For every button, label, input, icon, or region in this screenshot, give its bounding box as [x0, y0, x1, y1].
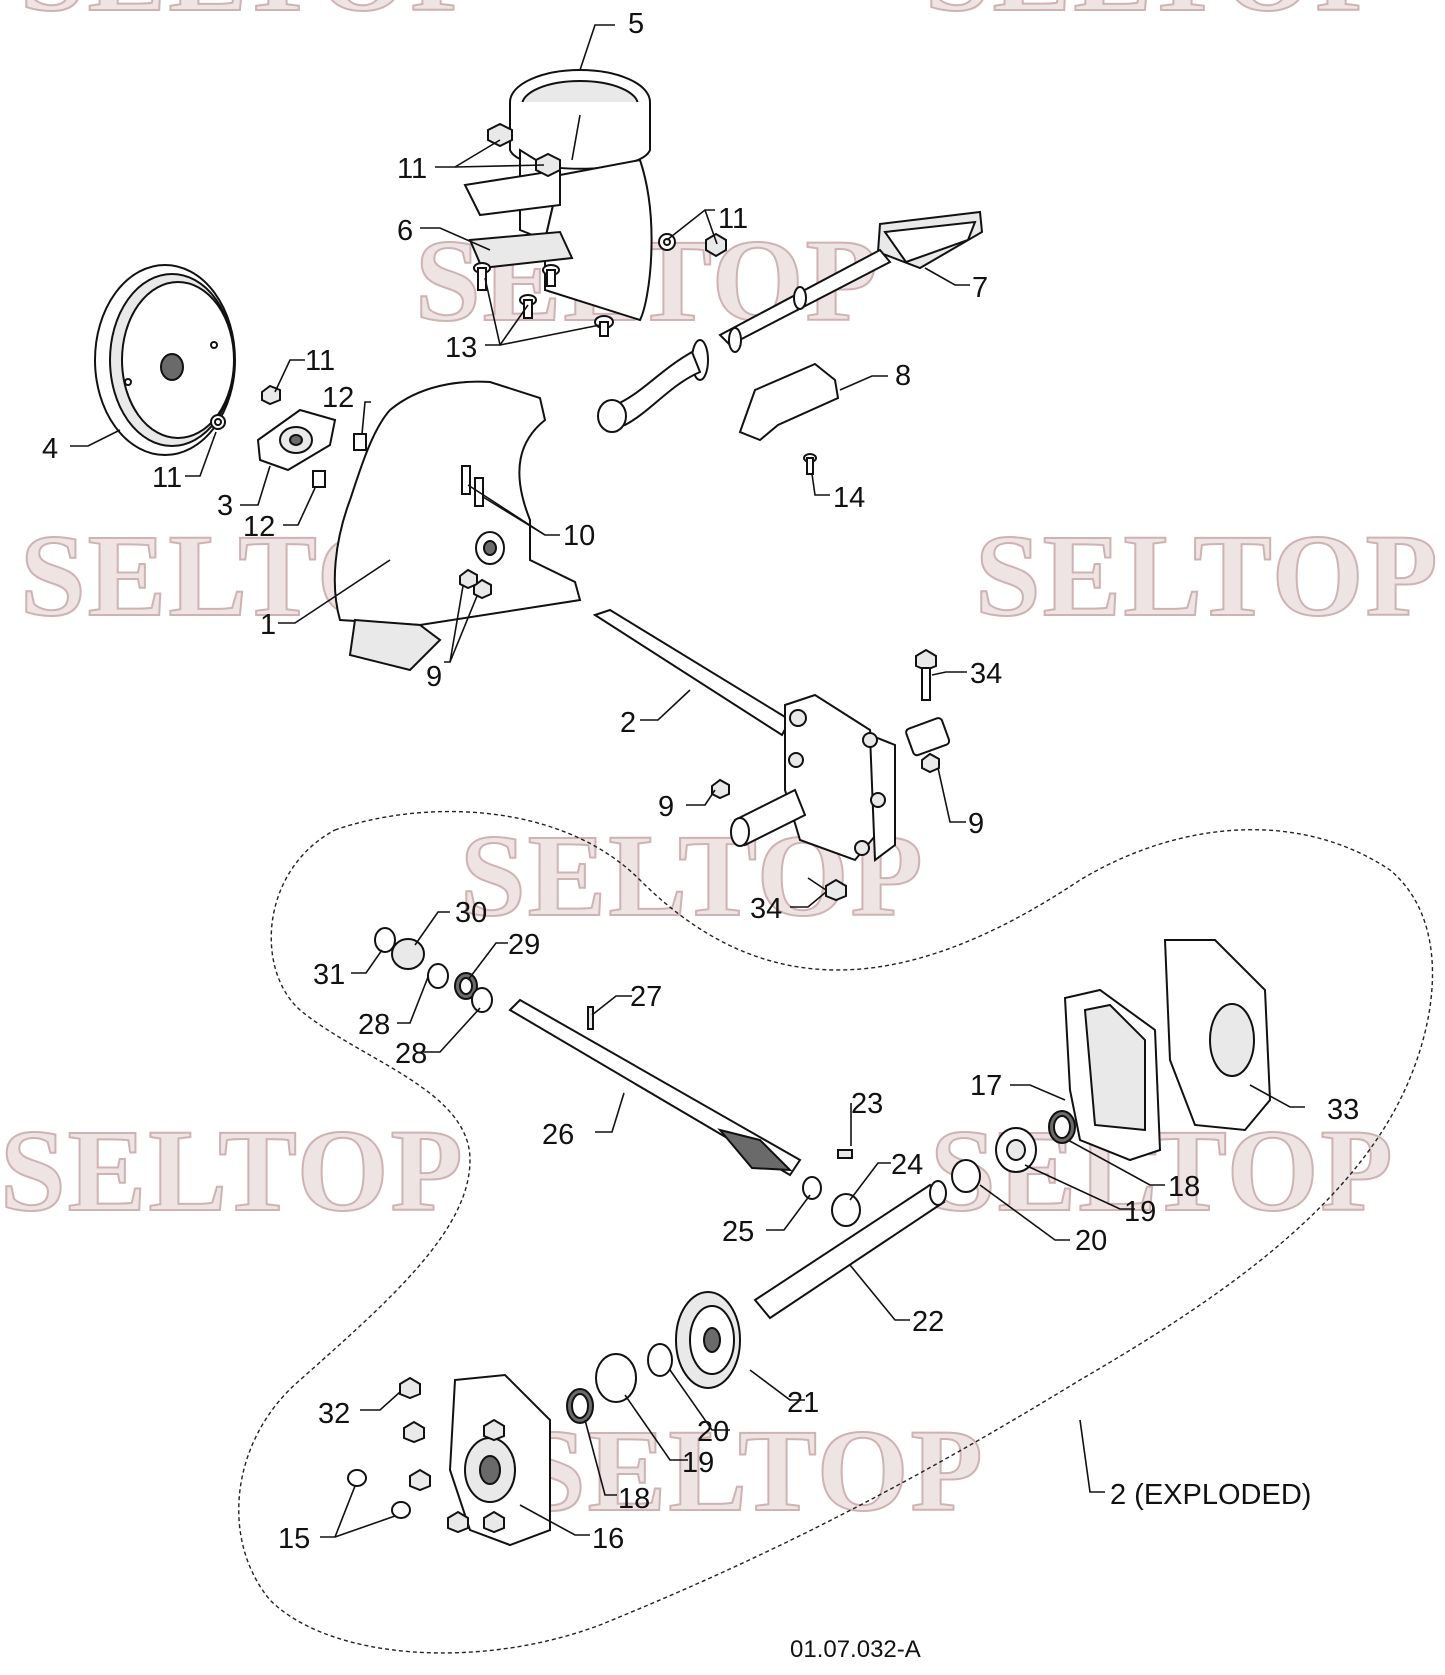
callout-21: 21 [787, 1387, 819, 1419]
callout-24: 24 [891, 1149, 923, 1181]
callout-15: 15 [278, 1523, 310, 1555]
plug-part [347, 1469, 411, 1519]
callout-29: 29 [508, 929, 540, 961]
callout-20: 20 [1075, 1225, 1107, 1257]
watermark-text: SELTOP [925, 0, 1390, 36]
worm-gear-shaft-part [675, 1180, 947, 1389]
callout-9: 9 [426, 661, 442, 693]
callout-11: 11 [305, 345, 335, 377]
callout-1: 1 [260, 609, 276, 641]
callout-33: 33 [1327, 1094, 1359, 1126]
callout-23: 23 [851, 1088, 883, 1120]
exploded-view-boundary [238, 810, 1434, 1654]
callout-16: 16 [592, 1523, 624, 1555]
callout-34: 34 [970, 658, 1002, 690]
leader-lines [70, 24, 1305, 1538]
callout-8: 8 [895, 360, 911, 392]
callout-3: 3 [217, 490, 233, 522]
callout-19: 19 [682, 1447, 714, 1479]
callout-17: 17 [970, 1070, 1002, 1102]
drawing-number: 01.07.032-A [790, 1636, 921, 1663]
bearing-part [566, 1110, 1076, 1424]
callout-18: 18 [618, 1483, 650, 1515]
callout-20: 20 [697, 1416, 729, 1448]
auger-housing-part [333, 380, 582, 672]
callout-28: 28 [395, 1038, 427, 1070]
callout-9: 9 [658, 791, 674, 823]
gearbox-assembly-part [592, 608, 951, 862]
key-washer-part [802, 1149, 861, 1227]
nut-part [487, 122, 727, 258]
callout-22: 22 [912, 1306, 944, 1338]
screw-set-part [399, 1376, 505, 1534]
callout-26: 26 [542, 1119, 574, 1151]
washer-part [374, 927, 493, 1013]
auger-shaft-part [508, 998, 802, 1177]
watermark-text: SELTOP [520, 1405, 985, 1536]
crank-handle-part [597, 210, 984, 433]
callout-28: 28 [358, 1009, 390, 1041]
callout-9: 9 [968, 808, 984, 840]
gasket-part [1063, 988, 1162, 1162]
gear-cover-part [1163, 939, 1272, 1132]
exploded-view-label: 2 (EXPLODED) [1110, 1479, 1311, 1511]
screw-part [803, 453, 817, 475]
gear-housing-part [448, 1373, 551, 1547]
chute-plate-part [468, 230, 574, 270]
callout-4: 4 [42, 433, 58, 465]
callout-12: 12 [322, 382, 354, 414]
watermark-text: SELTOP [975, 510, 1440, 641]
nut-part [459, 568, 492, 600]
callout-11: 11 [718, 203, 748, 235]
callout-12: 12 [243, 511, 275, 543]
callout-31: 31 [313, 959, 345, 991]
callout-11: 11 [397, 153, 427, 185]
watermark-text: SELTOP [930, 1105, 1395, 1236]
callout-11: 11 [152, 462, 182, 494]
callout-25: 25 [722, 1216, 754, 1248]
callout-27: 27 [630, 981, 662, 1013]
callout-19: 19 [1124, 1196, 1156, 1228]
bolt-part [312, 433, 367, 488]
callout-14: 14 [833, 482, 865, 514]
callout-2: 2 [620, 707, 636, 739]
callout-6: 6 [397, 215, 413, 247]
callout-5: 5 [628, 8, 644, 40]
callout-18: 18 [1168, 1171, 1200, 1203]
callout-10: 10 [563, 520, 595, 552]
callout-13: 13 [445, 332, 477, 364]
handle-bracket-part [738, 362, 840, 442]
callout-34: 34 [750, 893, 782, 925]
callout-30: 30 [455, 897, 487, 929]
watermark-text: SELTOP [0, 1105, 465, 1236]
hex-bolt-part [807, 648, 937, 902]
callout-labels: 5 11 6 11 13 7 8 14 4 11 11 3 12 12 10 1… [42, 8, 1359, 1555]
bearing-flange-part [256, 408, 337, 472]
watermark-text: SELTOP [20, 0, 485, 36]
pulley-part [94, 264, 236, 456]
callout-32: 32 [318, 1398, 350, 1430]
callout-7: 7 [972, 272, 988, 304]
